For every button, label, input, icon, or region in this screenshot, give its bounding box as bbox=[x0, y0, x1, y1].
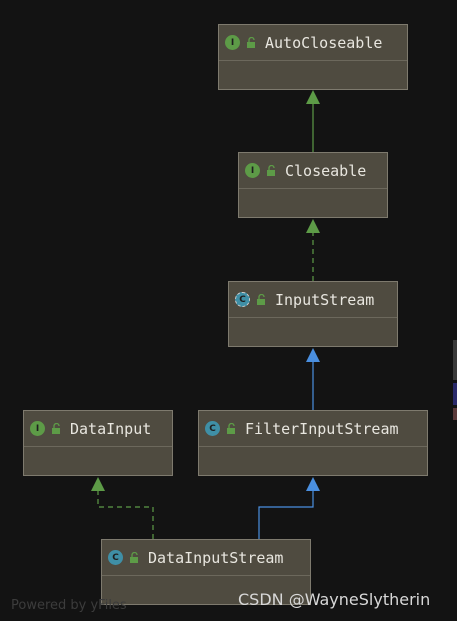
unlocked-icon bbox=[52, 423, 60, 434]
node-label: DataInput bbox=[70, 419, 152, 438]
node-label: AutoCloseable bbox=[265, 33, 383, 52]
interface-icon: I bbox=[225, 35, 240, 50]
arrowhead-datainput bbox=[91, 477, 105, 491]
ide-edge-strip bbox=[453, 383, 457, 405]
class-icon: C bbox=[108, 550, 123, 565]
node-closeable[interactable]: I Closeable bbox=[238, 152, 388, 218]
interface-icon: I bbox=[245, 163, 260, 178]
yfiles-watermark: Powered by yFiles bbox=[11, 598, 127, 613]
unlocked-icon bbox=[257, 294, 265, 305]
unlocked-icon bbox=[227, 423, 235, 434]
arrowhead-autocloseable bbox=[306, 90, 320, 104]
ide-edge-strip bbox=[453, 408, 457, 420]
arrowhead-inputstream bbox=[306, 348, 320, 362]
unlocked-icon bbox=[267, 165, 275, 176]
node-datainputstream[interactable]: C DataInputStream bbox=[101, 539, 311, 605]
node-filterinputstream[interactable]: C FilterInputStream bbox=[198, 410, 428, 476]
arrowhead-closeable bbox=[306, 219, 320, 233]
unlocked-icon bbox=[130, 552, 138, 563]
author-credit: CSDN @WayneSlytherin bbox=[238, 590, 431, 609]
interface-icon: I bbox=[30, 421, 45, 436]
node-autocloseable[interactable]: I AutoCloseable bbox=[218, 24, 408, 90]
class-icon: C bbox=[205, 421, 220, 436]
node-label: FilterInputStream bbox=[245, 419, 399, 438]
abstract-class-icon: C bbox=[235, 292, 250, 307]
ide-edge-strip bbox=[453, 340, 457, 380]
node-label: Closeable bbox=[285, 161, 367, 180]
node-label: DataInputStream bbox=[148, 548, 284, 567]
node-inputstream[interactable]: C InputStream bbox=[228, 281, 398, 347]
edge-datainputstream-datainput bbox=[97, 491, 154, 539]
node-label: InputStream bbox=[275, 290, 375, 309]
node-datainput[interactable]: I DataInput bbox=[23, 410, 173, 476]
edge-datainputstream-filterinputstream bbox=[258, 491, 314, 539]
unlocked-icon bbox=[247, 37, 255, 48]
arrowhead-filterinputstream bbox=[306, 477, 320, 491]
